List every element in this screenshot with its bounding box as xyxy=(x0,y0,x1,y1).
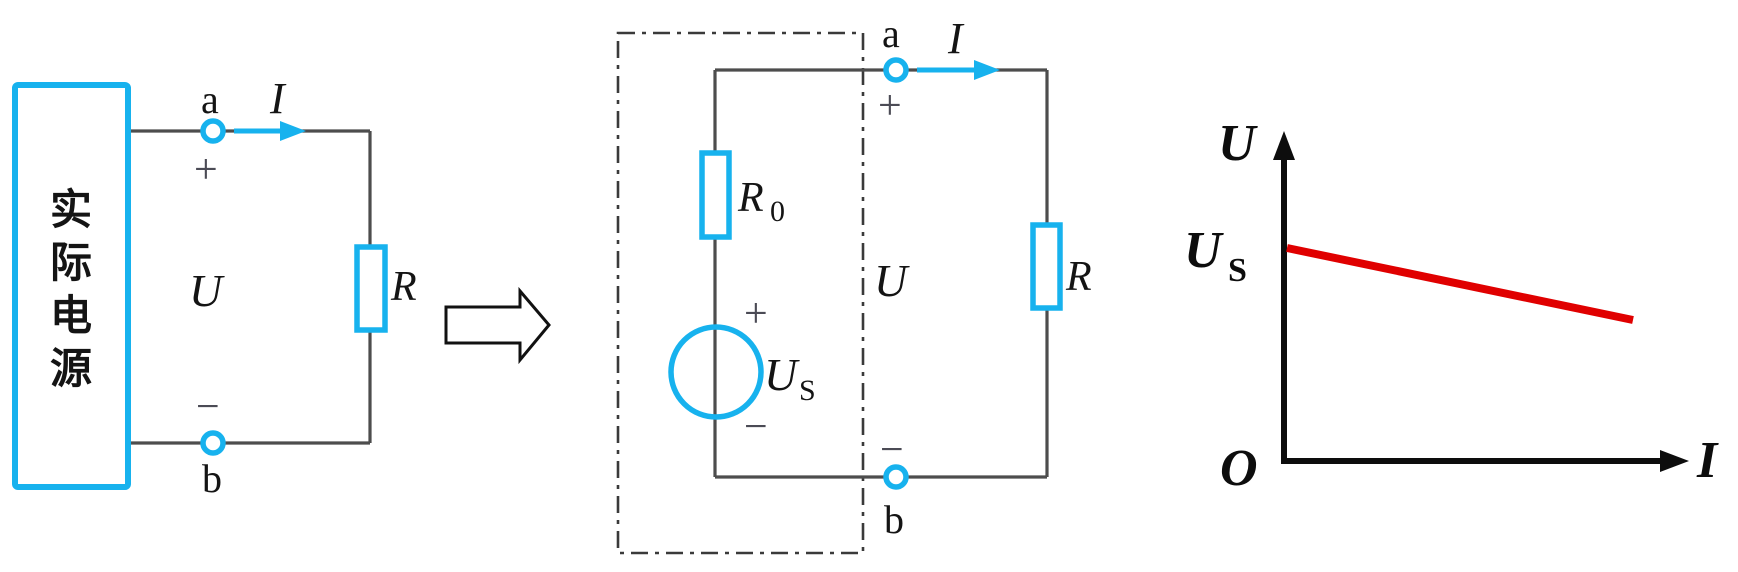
y-axis-arrowhead-icon xyxy=(1273,131,1295,160)
internal-resistor xyxy=(699,150,732,240)
left-terminal-b-node xyxy=(200,430,226,456)
left-voltage-label: U xyxy=(189,265,225,316)
characteristic-line xyxy=(1286,244,1634,324)
middle-current-label: I xyxy=(947,14,965,63)
middle-terminal-b-label: b xyxy=(884,497,904,542)
source-minus-sign: − xyxy=(744,404,768,450)
middle-circuit: R 0 + U S − R I a b + U − xyxy=(616,11,1092,555)
graph-y-axis-label: U xyxy=(1218,115,1258,172)
middle-terminal-a-node xyxy=(883,57,909,83)
graph-intercept-label: U xyxy=(1184,222,1224,279)
source-voltage-subscript: S xyxy=(799,374,816,407)
internal-resistor-label: R xyxy=(737,175,764,221)
voltage-source-circle xyxy=(668,324,764,420)
practical-source-box xyxy=(12,82,131,490)
left-current-arrow-icon xyxy=(234,121,306,141)
middle-terminal-a-label: a xyxy=(882,11,900,56)
middle-current-arrow-icon xyxy=(917,60,1000,80)
source-char-3: 电 xyxy=(50,291,92,340)
middle-load-resistor xyxy=(1030,222,1063,311)
middle-minus-sign: − xyxy=(880,427,904,473)
left-terminal-b-label: b xyxy=(202,456,222,501)
left-circuit: 实 际 电 源 R I a b + U − xyxy=(12,74,417,501)
left-terminal-a-node xyxy=(200,118,226,144)
source-voltage-label: U xyxy=(764,349,800,400)
source-char-1: 实 xyxy=(50,185,92,234)
ui-characteristic-graph: U U S O I xyxy=(1184,115,1719,497)
internal-resistor-subscript: 0 xyxy=(770,195,785,228)
left-resistor-label: R xyxy=(390,264,417,310)
equivalence-arrow-icon xyxy=(444,286,551,365)
source-char-2: 际 xyxy=(50,238,92,287)
middle-load-resistor-label: R xyxy=(1065,254,1092,300)
x-axis-arrowhead-icon xyxy=(1660,450,1689,472)
left-plus-sign: + xyxy=(194,147,218,193)
source-char-4: 源 xyxy=(50,344,92,393)
left-current-label: I xyxy=(269,74,287,123)
graph-origin-label: O xyxy=(1220,440,1258,497)
source-boundary-box xyxy=(616,31,865,555)
left-minus-sign: − xyxy=(196,384,220,430)
graph-x-axis-label: I xyxy=(1696,432,1719,489)
middle-voltage-label: U xyxy=(874,255,910,306)
source-plus-sign: + xyxy=(744,291,768,337)
left-terminal-a-label: a xyxy=(201,77,219,122)
left-resistor xyxy=(354,244,388,333)
middle-terminal-b-node xyxy=(883,464,909,490)
graph-intercept-subscript: S xyxy=(1228,252,1247,289)
middle-plus-sign: + xyxy=(878,83,902,129)
